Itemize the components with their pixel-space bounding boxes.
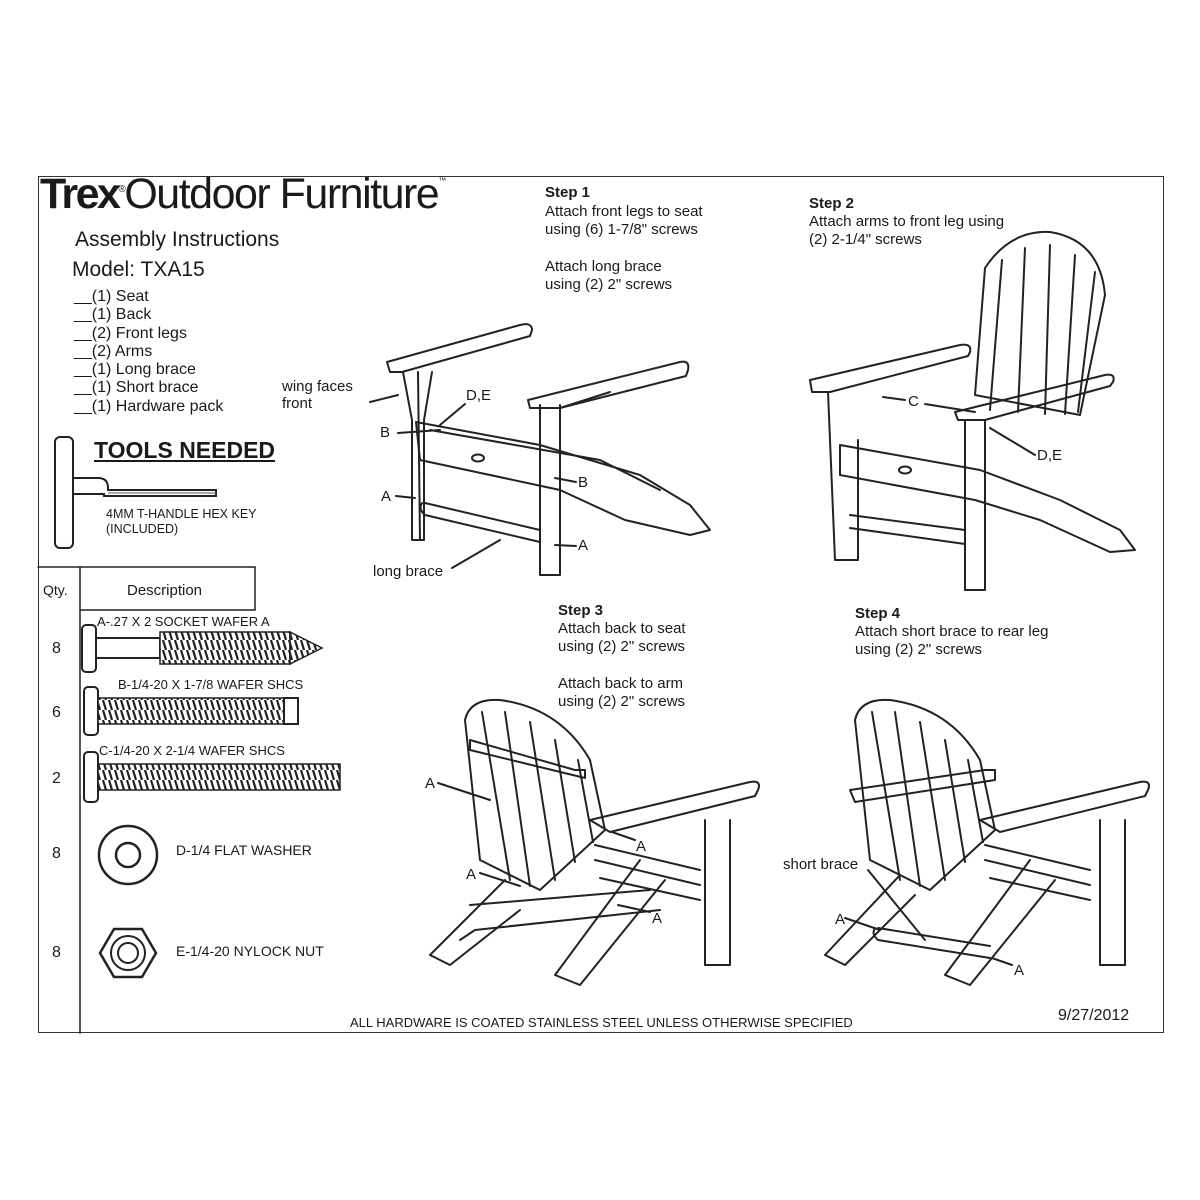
parts-item: __(1) Seat [74, 288, 149, 305]
callout-a-step3: A [425, 775, 436, 792]
step-2-drawing [809, 230, 1136, 591]
step-1-drawing [369, 323, 711, 576]
qty-b: 6 [52, 704, 61, 721]
screw-a-icon [81, 624, 324, 673]
callout-a-step1: A [381, 488, 392, 505]
callout-de-step1: D,E [466, 387, 492, 404]
long-brace-label: long brace [373, 563, 444, 580]
nylock-nut-icon [98, 927, 158, 979]
callout-a-step3: A [466, 866, 477, 883]
brand-logo: Trex®Outdoor Furniture™ [40, 170, 446, 218]
step-1-title: Step 1 [545, 184, 591, 201]
step-4-drawing [824, 698, 1150, 986]
description-header: Description [127, 582, 203, 599]
flat-washer-icon [97, 824, 159, 886]
callout-de-step2: D,E [1037, 447, 1063, 464]
hardware-table-frame [37, 566, 256, 1034]
hex-key-icon [54, 436, 217, 549]
step-2-title: Step 2 [809, 195, 855, 212]
brand-logo-trex: Trex [40, 170, 121, 218]
parts-item: __(2) Arms [74, 342, 153, 360]
hardware-d-label: D-1/4 FLAT WASHER [176, 842, 312, 858]
brand-logo-outdoor-furniture: Outdoor Furniture [124, 170, 439, 218]
hex-key-label: 4MM T-HANDLE HEX KEY (INCLUDED) [106, 507, 257, 536]
step-2-text: Attach arms to front leg using(2) 2-1/4"… [809, 213, 1005, 248]
callout-a-step4: A [1014, 962, 1025, 979]
qty-c: 2 [52, 770, 61, 787]
parts-item: __(1) Hardware pack [74, 397, 224, 415]
hardware-c-label: C-1/4-20 X 2-1/4 WAFER SHCS [99, 743, 285, 758]
callout-b-step1: B [578, 474, 589, 491]
document-date: 9/27/2012 [1058, 1007, 1130, 1024]
screw-c-icon [83, 751, 341, 803]
callout-a-step3: A [652, 910, 663, 927]
hardware-a-label: A-.27 X 2 SOCKET WAFER A [97, 614, 270, 629]
parts-item: __(1) Short brace [74, 379, 199, 397]
tools-needed-heading: TOOLS NEEDED [94, 437, 276, 463]
callout-a-step3: A [636, 838, 647, 855]
hardware-b-label: B-1/4-20 X 1-7/8 WAFER SHCS [118, 677, 304, 692]
short-brace-label: short brace [783, 856, 859, 873]
callout-a-step4: A [835, 911, 846, 928]
document-subtitle: Assembly Instructions [75, 228, 280, 251]
parts-checklist: __(1) Seat __(1) Back __(2) Front legs _… [74, 288, 223, 416]
model-number: Model: TXA15 [72, 258, 205, 281]
callout-a-step1: A [578, 537, 589, 554]
step-4-title: Step 4 [855, 605, 901, 622]
parts-item: __(2) Front legs [74, 324, 187, 342]
parts-item: __(1) Long brace [74, 361, 196, 379]
step-3-drawing [429, 698, 760, 986]
step-3-title: Step 3 [558, 602, 604, 619]
qty-d: 8 [52, 845, 61, 862]
qty-a: 8 [52, 640, 61, 657]
parts-item: __(1) Back [74, 306, 152, 324]
callout-c-step2: C [908, 393, 919, 410]
qty-header: Qty. [43, 582, 68, 598]
callout-b-step1: B [380, 424, 391, 441]
qty-e: 8 [52, 944, 61, 961]
screw-b-icon [83, 686, 299, 736]
hardware-e-label: E-1/4-20 NYLOCK NUT [176, 943, 324, 959]
hardware-note: ALL HARDWARE IS COATED STAINLESS STEEL U… [350, 1015, 853, 1030]
instruction-sheet-border [38, 176, 1164, 1033]
